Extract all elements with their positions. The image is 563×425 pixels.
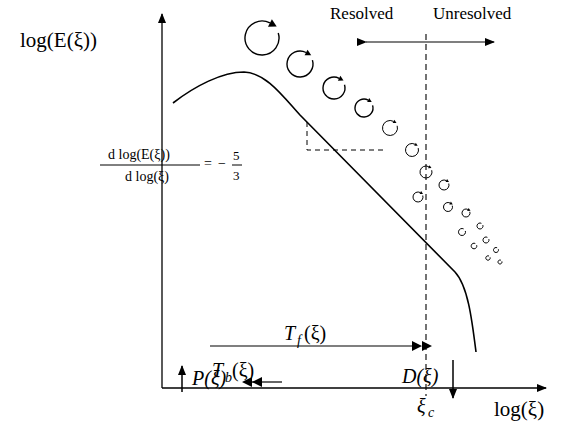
axis-label: log(E(ξ))	[20, 30, 97, 51]
subscript: c	[428, 406, 434, 420]
eddy-arc	[483, 237, 489, 243]
slope-triangle	[307, 122, 386, 150]
range-arrow	[366, 41, 494, 42]
y-axis	[161, 14, 162, 388]
axis-tick-label: ξ	[417, 396, 426, 416]
eddy-arc	[471, 243, 477, 249]
eddy-symbols	[245, 19, 502, 264]
eddy-arc	[405, 143, 418, 156]
eddy-arrowhead	[393, 120, 397, 123]
eddy-arrowhead	[467, 208, 470, 211]
eddy-arc	[498, 260, 502, 264]
eddy-arc	[486, 256, 490, 260]
symbol-label: T	[212, 360, 223, 380]
forward-transfer-arrow	[210, 345, 420, 346]
eddy-arc	[439, 180, 449, 190]
subscript: f	[297, 334, 301, 348]
eddy-arrowhead	[338, 76, 344, 81]
eddy-arrowhead	[446, 179, 449, 182]
fraction-bar	[100, 165, 200, 166]
minus-sign: −	[218, 157, 226, 171]
eddy-arc	[444, 203, 453, 212]
eddy-arc	[383, 121, 398, 136]
symbol-label: T	[284, 323, 295, 343]
eddy-arrowhead	[449, 202, 452, 205]
eddy-arrowhead	[305, 50, 312, 56]
eddy-arc	[462, 209, 470, 217]
dissipation-arrow	[452, 360, 454, 398]
symbol-label: (ξ)	[304, 323, 326, 343]
region-label: Unresolved	[433, 5, 511, 22]
eddy-arc	[413, 192, 423, 202]
fraction-denominator: d log(ξ)	[125, 170, 169, 184]
fraction-numerator: 5	[233, 149, 240, 162]
symbol-label: D(ξ)	[402, 366, 438, 386]
subscript: b	[225, 371, 232, 385]
eddy-arrowhead	[428, 165, 431, 168]
eddy-arc	[355, 99, 373, 117]
eddy-arrowhead	[420, 191, 423, 194]
eddy-arrowhead	[367, 98, 372, 102]
double-arrowhead	[412, 341, 432, 351]
energy-spectrum-curve	[173, 72, 476, 352]
eddy-arrowhead	[414, 143, 417, 146]
axis-label: log(ξ)	[494, 399, 544, 420]
symbol-label: (ξ)	[232, 360, 254, 380]
eddy-arc	[494, 247, 499, 252]
production-arrow	[181, 366, 183, 392]
eddy-arc	[459, 229, 466, 236]
eddy-arrowhead	[268, 19, 277, 26]
fraction-denominator: 3	[233, 169, 240, 182]
eddy-arc	[477, 223, 483, 229]
cutoff-line	[425, 34, 426, 396]
fraction-bar	[232, 165, 242, 166]
fraction-numerator: d log(E(ξ))	[108, 148, 170, 162]
equals-sign: =	[204, 157, 212, 171]
region-label: Resolved	[330, 5, 393, 22]
eddy-arc	[420, 166, 432, 178]
